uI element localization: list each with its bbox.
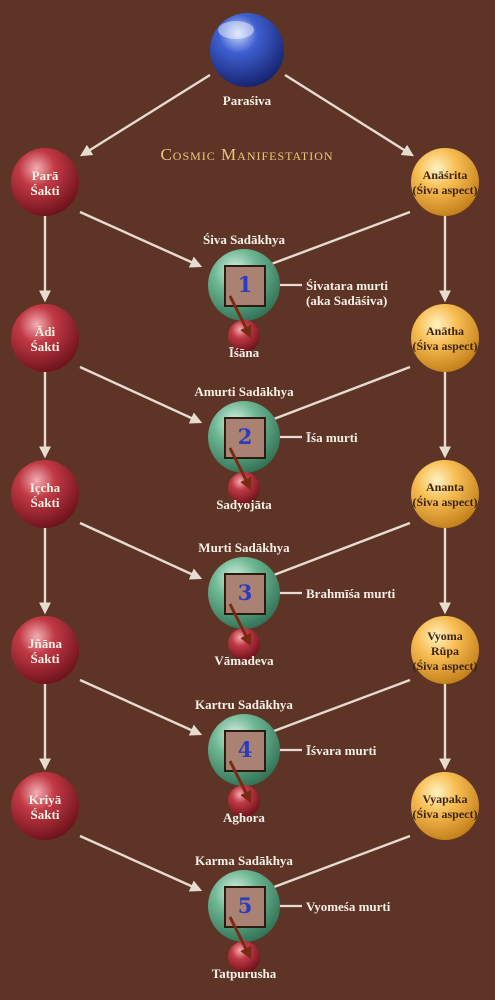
- aspect-4-label: Vyoma Rūpa(Śiva aspect): [412, 629, 478, 673]
- face-5-label: Tatpurusha: [211, 966, 277, 981]
- anasrita-sphere: [411, 148, 479, 216]
- murti-3-label: Brahmīśa murti: [306, 586, 396, 601]
- diagram-title: Cosmic Manifestation: [160, 145, 334, 164]
- stick-1: [228, 295, 252, 339]
- murti-2-label: Īśa murti: [306, 430, 358, 445]
- sadakhya-1-name: Śiva Sadākhya: [202, 232, 285, 247]
- parasiva-label: Paraśiva: [222, 93, 272, 108]
- face-4-label: Aghora: [223, 810, 265, 825]
- line-ananta-to-murti-sadakhya: [265, 521, 411, 580]
- sadakhya-4-number: 4: [237, 737, 253, 762]
- aspect-1-label: Anāśrita(Śiva aspect): [412, 168, 478, 197]
- vyoma-rupa-sphere: [411, 616, 479, 684]
- line-vyoma-to-kartru-sadakhya: [265, 678, 411, 736]
- stick-5: [228, 916, 252, 960]
- arrow-parasiva-to-para-shakti: [79, 73, 211, 157]
- face-1-label: Īśāna: [228, 345, 260, 360]
- kriya-shakti-sphere: [11, 772, 79, 840]
- adi-shakti-sphere: [11, 304, 79, 372]
- line-anatha-to-amurti-sadakhya: [265, 365, 411, 424]
- murti-4-label: Īśvara murti: [306, 743, 377, 758]
- vyapaka-sphere: [411, 772, 479, 840]
- arrow-jnana-to-kartru-sadakhya: [79, 678, 203, 736]
- sadakhya-2-name: Amurti Sadākhya: [194, 384, 294, 399]
- sadakhya-5-name: Karma Sadākhya: [195, 853, 293, 868]
- murti-5-label: Vyomeśa murti: [306, 899, 391, 914]
- arrow-para-to-siva-sadakhya: [79, 210, 203, 268]
- face-3-label: Vāmadeva: [214, 653, 274, 668]
- line-anasrita-to-siva-sadakhya: [265, 210, 411, 268]
- stick-2: [228, 447, 252, 491]
- ananta-sphere: [411, 460, 479, 528]
- parasiva-sphere: [210, 13, 284, 87]
- sadakhya-3-name: Murti Sadākhya: [198, 540, 290, 555]
- stick-3: [228, 603, 252, 647]
- parasiva-highlight: [218, 21, 254, 39]
- line-vyapaka-to-karma-sadakhya: [265, 834, 411, 892]
- face-2-label: Sadyojāta: [216, 497, 272, 512]
- arrow-iccha-to-murti-sadakhya: [79, 521, 203, 580]
- sadakhya-1-number: 1: [237, 272, 253, 297]
- sadakhya-5-number: 5: [237, 893, 253, 918]
- arrow-kriya-to-karma-sadakhya: [79, 834, 203, 892]
- anatha-sphere: [411, 304, 479, 372]
- arrow-adi-to-amurti-sadakhya: [79, 365, 203, 424]
- iccha-shakti-sphere: [11, 460, 79, 528]
- murti-1-label: Śivatara murti (aka Sadāśiva): [306, 278, 388, 308]
- aspect-3-label: Ananta(Śiva aspect): [412, 480, 478, 509]
- sadakhya-2-number: 2: [237, 424, 253, 449]
- sadakhya-4-name: Kartru Sadākhya: [195, 697, 293, 712]
- aspect-5-label: Vyapaka(Śiva aspect): [412, 792, 478, 821]
- sadakhya-3-number: 3: [237, 580, 253, 605]
- para-shakti-sphere: [11, 148, 79, 216]
- arrow-parasiva-to-anasrita: [284, 73, 415, 157]
- aspect-2-label: Anātha(Śiva aspect): [412, 324, 478, 353]
- stick-4: [228, 760, 252, 804]
- jnana-shakti-sphere: [11, 616, 79, 684]
